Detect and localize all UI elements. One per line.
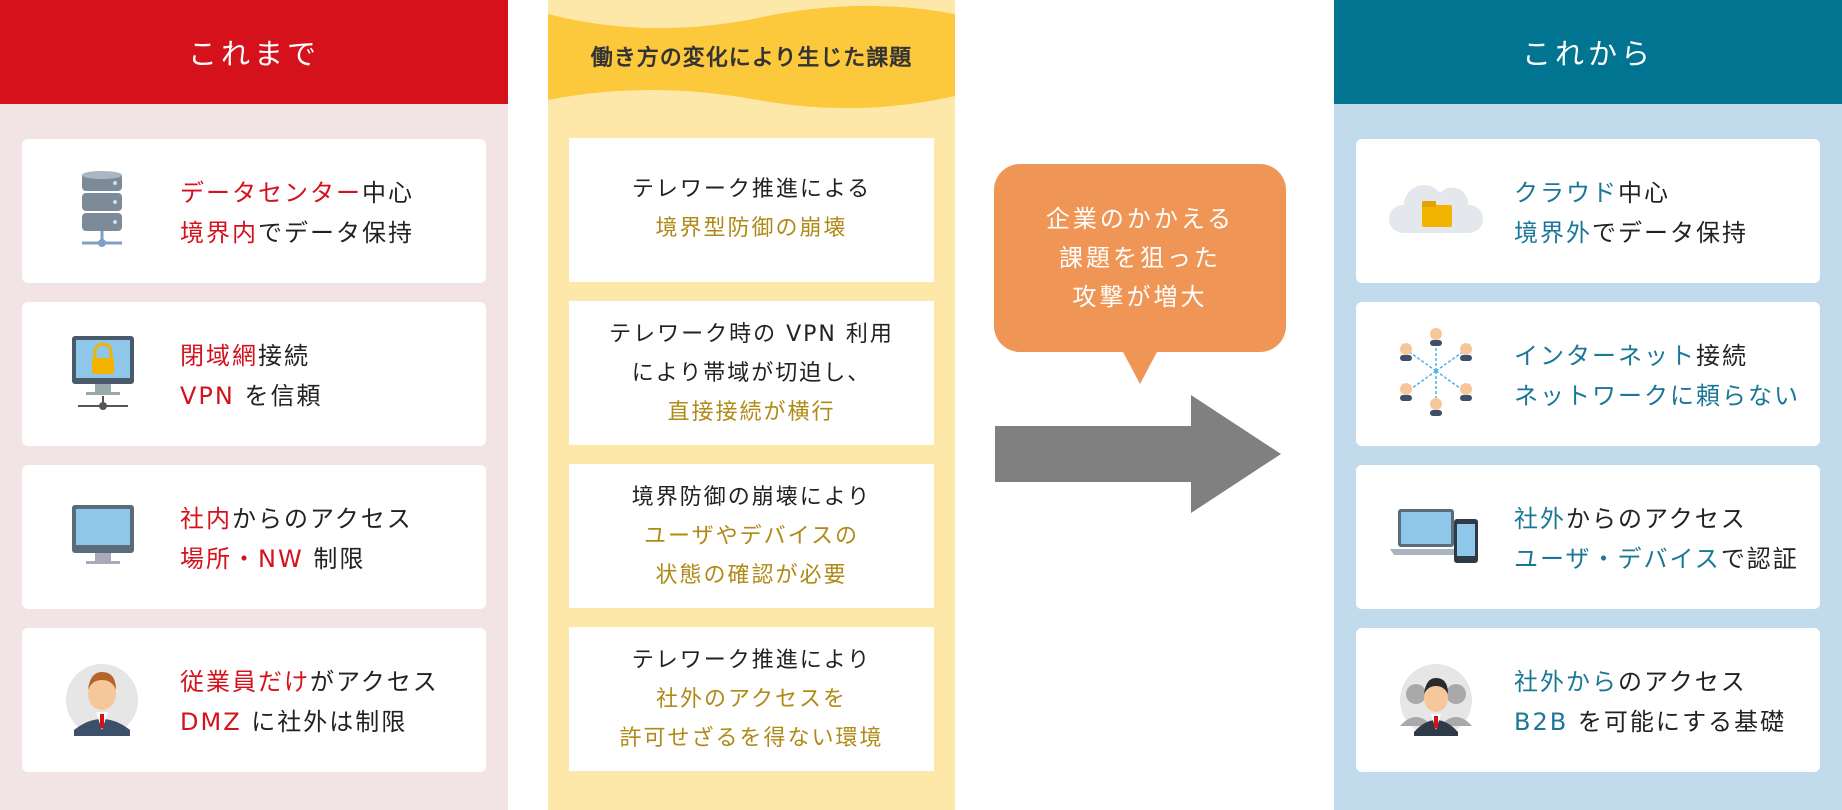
card-text: のアクセス [1618,668,1747,696]
card-highlight: 従業員だけ [180,668,310,696]
bubble-tail-shape [1122,350,1158,384]
future-column: これから クラウド中心 境界外でデータ保持 [1334,0,1842,810]
future-card-internet: インターネット接続 ネットワークに頼らない [1356,302,1820,446]
future-card-b2b: 社外からのアクセス B2B を可能にする基礎 [1356,628,1820,772]
challenge-card: テレワーク推進による 境界型防御の崩壊 [569,138,934,282]
card-highlight: 社内 [180,505,232,533]
card-text: がアクセス [310,668,439,696]
legacy-card-internal-access: 社内からのアクセス 場所・NW 制限 [22,465,486,609]
challenge-line-highlight: 許可せざるを得ない環境 [619,726,884,751]
card-highlight: 閉域網 [180,342,258,370]
attack-increase-bubble: 企業のかかえる 課題を狙った 攻撃が増大 [994,164,1286,352]
legacy-header: これまで [0,0,508,104]
challenge-line: 境界防御の崩壊により [631,485,872,510]
card-highlight: 境界外 [1514,219,1592,247]
card-highlight: 場所・NW [180,545,304,573]
challenge-line: テレワーク推進による [631,177,872,202]
legacy-card-closed-network: 閉域網接続 VPN を信頼 [22,302,486,446]
card-text: からのアクセス [1566,505,1747,533]
card-text: 中心 [362,179,414,207]
card-text: で認証 [1720,545,1799,573]
card-text: 制限 [303,545,366,573]
card-text: 中心 [1618,179,1670,207]
card-highlight: クラウド [1514,179,1618,207]
bubble-line: 企業のかかえる [1045,205,1235,233]
challenge-line-highlight: 状態の確認が必要 [655,563,848,588]
locked-monitor-icon [72,336,134,410]
challenges-banner: 働き方の変化により生じた課題 [548,0,955,120]
card-highlight: DMZ [180,708,242,736]
card-highlight: ユーザ・デバイス [1514,545,1721,573]
employee-avatar-icon [66,664,138,736]
card-highlight: ネットワークに頼らない [1514,382,1800,410]
card-text: 接続 [1696,342,1748,370]
card-text: 接続 [258,342,310,370]
card-highlight: 境界内 [180,219,258,247]
card-highlight: データセンター [180,179,362,207]
card-text: でデータ保持 [1592,219,1748,247]
card-highlight: 社外 [1514,505,1566,533]
card-highlight: インターネット [1514,342,1696,370]
card-text: でデータ保持 [258,219,414,247]
business-group-icon [1400,664,1472,736]
challenge-line: テレワーク推進により [631,648,872,673]
wavy-banner-shape [548,5,955,109]
challenge-line: テレワーク時の VPN 利用 [609,322,894,347]
card-highlight: VPN [180,382,235,410]
future-header: これから [1334,0,1842,104]
laptop-phone-icon [1390,509,1478,563]
card-text: を信頼 [234,382,323,410]
cloud-folder-icon [1388,185,1484,233]
challenge-line-highlight: 直接接続が横行 [667,400,836,425]
desktop-monitor-icon [72,505,134,564]
future-card-external-access: 社外からのアクセス ユーザ・デバイスで認証 [1356,465,1820,609]
card-highlight: 社外から [1514,668,1618,696]
future-card-cloud: クラウド中心 境界外でデータ保持 [1356,139,1820,283]
legacy-card-datacenter: データセンター中心 境界内でデータ保持 [22,139,486,283]
bubble-line: 攻撃が増大 [1072,283,1208,311]
bubble-line: 課題を狙った [1059,244,1221,272]
challenge-line-highlight: 境界型防御の崩壊 [655,216,848,241]
transition-arrow-icon [995,395,1281,513]
card-text: からのアクセス [232,505,413,533]
card-text: を可能にする基礎 [1568,708,1787,736]
challenge-card: テレワーク推進により 社外のアクセスを 許可せざるを得ない環境 [569,627,934,771]
challenges-title: 働き方の変化により生じた課題 [590,46,913,71]
network-people-icon [1400,328,1472,416]
challenges-column: 働き方の変化により生じた課題 テレワーク推進による 境界型防御の崩壊 テレワーク… [548,0,955,810]
challenge-card: 境界防御の崩壊により ユーザやデバイスの 状態の確認が必要 [569,464,934,608]
legacy-card-employee-only: 従業員だけがアクセス DMZ に社外は制限 [22,628,486,772]
legacy-column: これまで データセンター中心 境界内でデータ保持 [0,0,508,810]
challenge-line: により帯域が切迫し、 [631,361,872,386]
database-server-icon [82,171,122,247]
card-highlight: B2B [1514,708,1569,736]
challenge-card: テレワーク時の VPN 利用 により帯域が切迫し、 直接接続が横行 [569,301,934,445]
challenge-line-highlight: ユーザやデバイスの [644,524,859,549]
card-text: に社外は制限 [241,708,408,736]
challenge-line-highlight: 社外のアクセスを [656,687,847,712]
